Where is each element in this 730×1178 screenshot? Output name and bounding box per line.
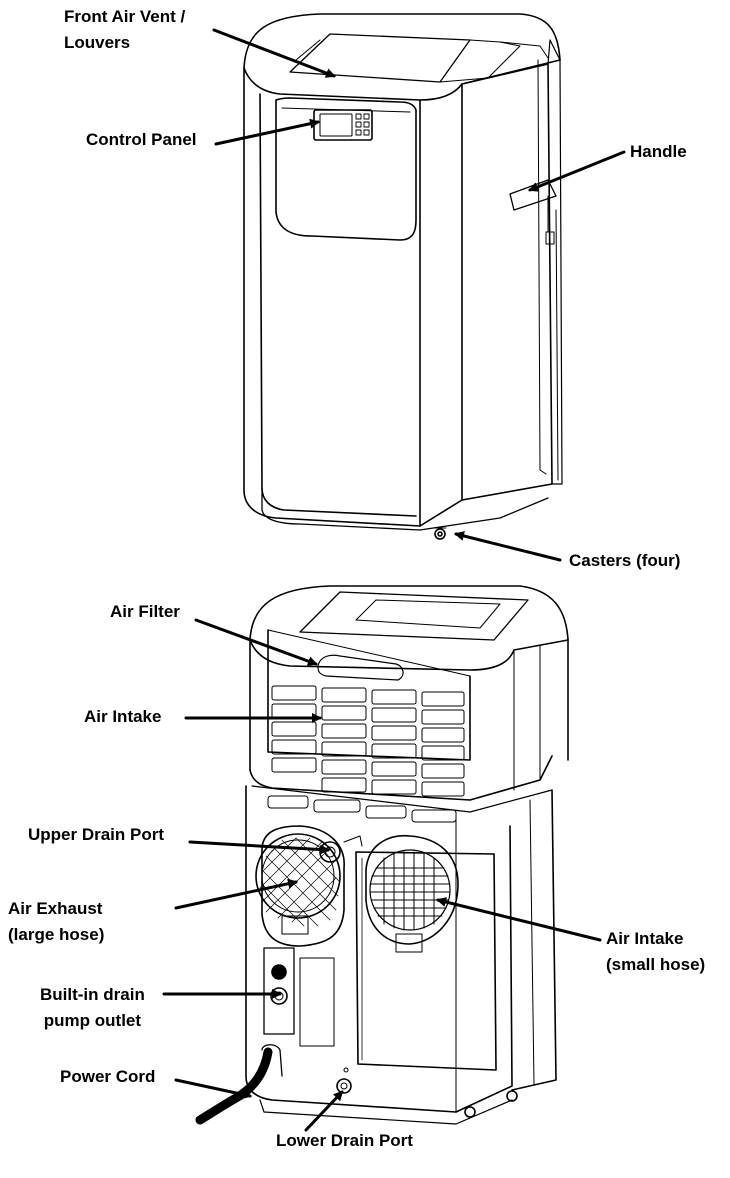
arrow-casters [454,531,562,562]
label-builtin-drain-pump-line-1: Built-in drain [40,985,145,1004]
label-air-exhaust: Air Exhaust (large hose) [8,896,104,948]
label-lower-drain-port: Lower Drain Port [276,1131,413,1150]
arrow-power-cord [174,1078,252,1100]
arrow-handle [528,150,626,192]
label-air-intake-small: Air Intake (small hose) [606,926,705,978]
label-power-cord: Power Cord [60,1067,156,1086]
label-upper-drain-port: Upper Drain Port [28,825,165,844]
back-unit-illustration [195,585,569,1125]
label-air-filter: Air Filter [110,602,180,621]
arrow-lower-drain-port [304,1090,344,1132]
label-casters: Casters (four) [569,551,681,570]
arrow-upper-drain-port [188,840,330,855]
label-air-intake: Air Intake [84,707,162,726]
arrow-air-exhaust [174,878,298,910]
label-air-exhaust-line-1: Air Exhaust [8,899,103,918]
label-builtin-drain-pump-line-2: pump outlet [43,1011,142,1030]
label-front-air-vent: Front Air Vent / Louvers [64,4,185,56]
front-unit-illustration [243,13,563,540]
label-front-air-vent-line-1: Front Air Vent / [64,7,186,26]
arrow-air-intake-small [436,897,602,942]
label-front-air-vent-line-2: Louvers [64,33,131,52]
label-air-intake-small-line-2: (small hose) [606,955,706,974]
label-air-exhaust-line-2: (large hose) [8,925,105,944]
arrow-front-air-vent [212,28,336,78]
label-handle: Handle [630,142,687,161]
label-control-panel: Control Panel [86,130,197,149]
arrow-control-panel [214,118,320,146]
label-builtin-drain-pump: Built-in drain pump outlet [40,982,145,1034]
arrow-air-filter [194,618,318,666]
label-air-intake-small-line-1: Air Intake [606,929,684,948]
